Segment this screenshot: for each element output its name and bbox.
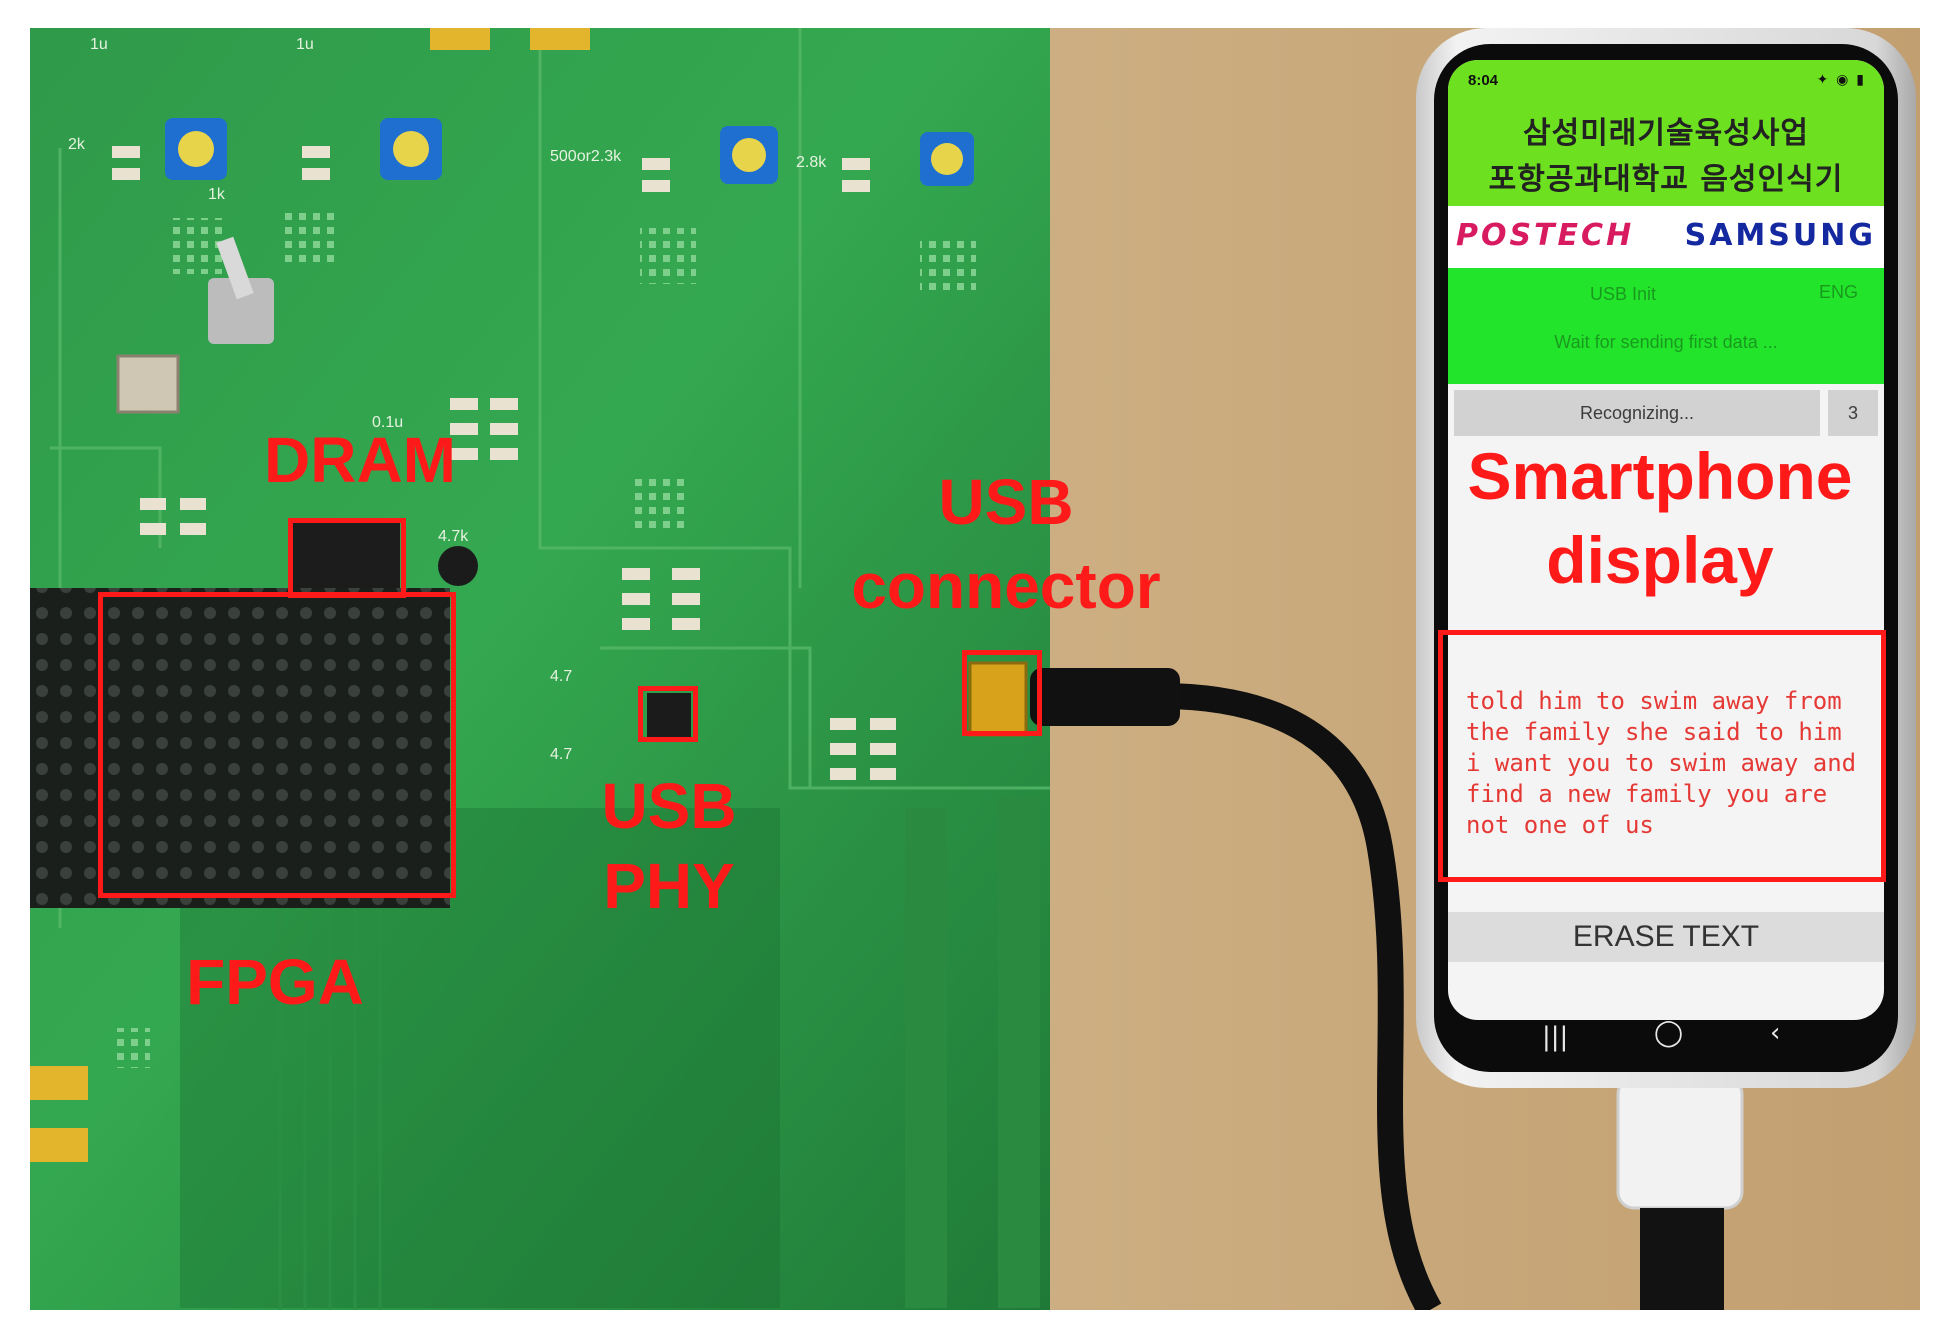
status-bar: 8:04 ✦ ◉ ▮ [1448, 60, 1884, 104]
silk-1u-a: 1u [90, 36, 108, 53]
silk-2-8k: 2.8k [796, 154, 827, 171]
usb-connector-callout-box [962, 650, 1042, 736]
transcript-callout-box [1438, 630, 1886, 882]
silk-1u-b: 1u [296, 36, 314, 53]
silk-4-7k: 4.7k [438, 528, 469, 545]
phone-screen: 8:04 ✦ ◉ ▮ 삼성미래기술육성사업 포항공과대학교 음성인식기 POST… [1448, 60, 1884, 1020]
erase-text-button[interactable]: ERASE TEXT [1448, 912, 1884, 962]
app-title-line2: 포항공과대학교 음성인식기 [1488, 162, 1844, 197]
photo: 2k 1k 1u 1u 500or2.3k 2.8k 4.7 4.7 4.7k … [30, 28, 1920, 1310]
usb-status-panel: USB Init ENG Wait for sending first data… [1448, 268, 1884, 384]
smartphone-display-label: Smartphone display [1467, 439, 1853, 597]
silk-2k: 2k [68, 136, 85, 153]
transcript-text: told him to swim away from the family sh… [1466, 687, 1857, 839]
silk-1k: 1k [208, 186, 225, 203]
home-icon[interactable]: ◯ [1654, 1018, 1684, 1048]
samsung-logo: SAMSUNG [1684, 218, 1876, 253]
dram-label: DRAM [264, 424, 456, 496]
fpga-label: FPGA [186, 946, 364, 1018]
recognizing-status: Recognizing... [1454, 390, 1820, 436]
recent-apps-icon[interactable]: ||| [1542, 1022, 1569, 1052]
usb-connector-label: USB connector [851, 466, 1161, 622]
silk-4-7-a: 4.7 [550, 668, 573, 685]
usb-plug [1030, 668, 1180, 726]
language-toggle[interactable]: ENG [1818, 282, 1858, 302]
header-pins [905, 798, 1040, 1308]
fpga-callout-box [98, 592, 456, 898]
silk-0-1u: 0.1u [372, 414, 404, 431]
usb-connector [968, 661, 1028, 737]
status-icons: ✦ ◉ ▮ [1816, 71, 1866, 87]
postech-logo: POSTECH [1456, 218, 1635, 253]
silk-500or: 500or2.3k [550, 148, 622, 165]
logo-row: POSTECH SAMSUNG [1448, 206, 1884, 268]
status-time: 8:04 [1468, 72, 1499, 89]
smartphone: 8:04 ✦ ◉ ▮ 삼성미래기술육성사업 포항공과대학교 음성인식기 POST… [1416, 28, 1916, 1088]
back-icon[interactable]: ‹ [1770, 1018, 1781, 1048]
usb-status: USB Init [1589, 284, 1657, 304]
dram-chip [292, 523, 400, 595]
usb-phy-label: USB PHY [601, 770, 737, 922]
app-header: 삼성미래기술육성사업 포항공과대학교 음성인식기 [1448, 104, 1884, 206]
usb-phy-chip [647, 693, 691, 737]
potentiometers [165, 118, 974, 186]
dram-callout-box [288, 518, 406, 598]
usb-cable [1030, 683, 1442, 1310]
silk-4-7-b: 4.7 [550, 746, 573, 763]
wait-message: Wait for sending first data ... [1554, 332, 1778, 352]
count-field: 3 [1828, 390, 1878, 436]
app-title-line1: 삼성미래기술육성사업 [1523, 116, 1809, 151]
usb-phy-callout-box [638, 686, 698, 742]
